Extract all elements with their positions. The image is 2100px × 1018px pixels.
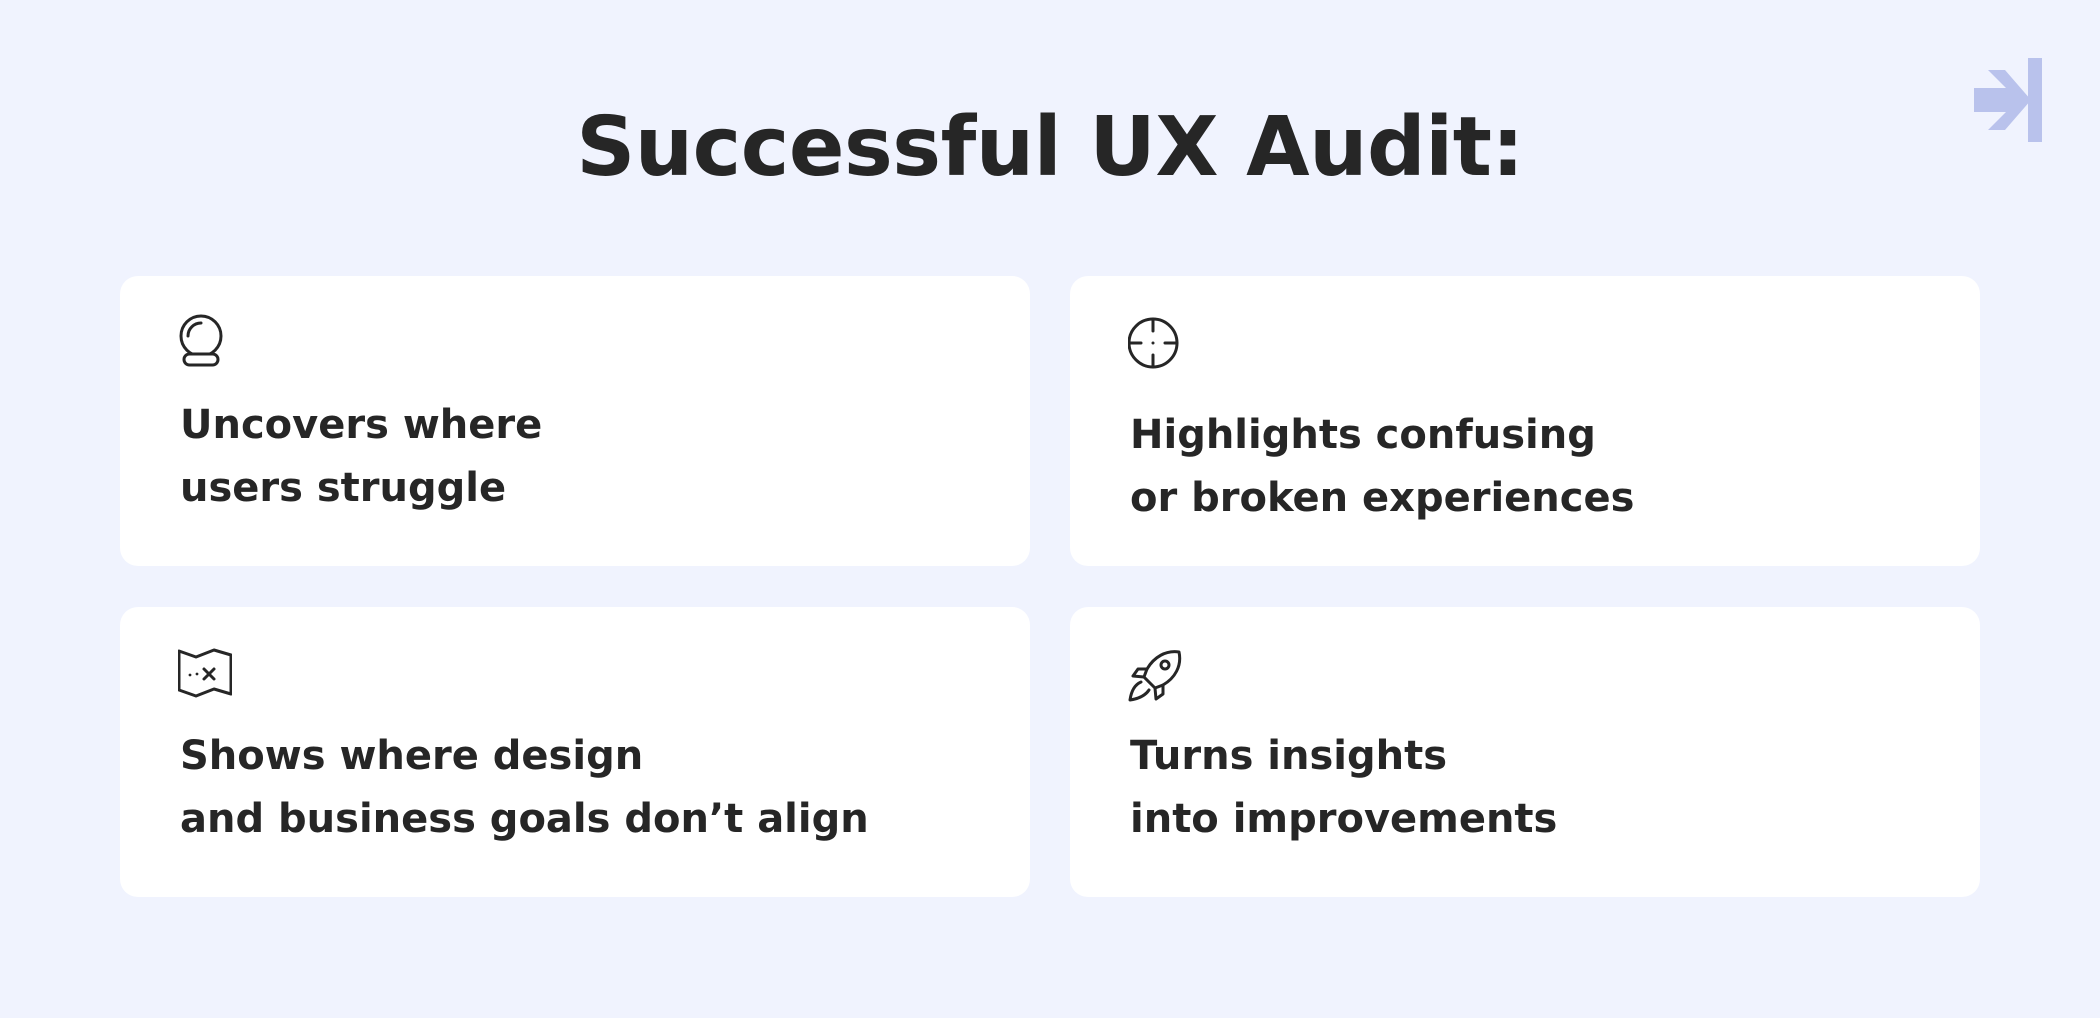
crystal-ball-icon (179, 314, 223, 367)
benefit-text: Shows where design and business goals do… (180, 725, 1000, 851)
benefit-line: Turns insights (1130, 733, 1448, 779)
arrow-to-bar-icon (1974, 58, 2042, 142)
rocket-icon (1128, 650, 1182, 702)
page-title: Successful UX Audit: (576, 100, 1524, 195)
benefit-line: into improvements (1130, 796, 1558, 842)
benefit-card: Uncovers where users struggle (120, 276, 1030, 566)
benefit-text: Uncovers where users struggle (180, 394, 1000, 520)
treasure-map-icon (178, 648, 232, 698)
benefit-card: Turns insights into improvements (1070, 607, 1980, 897)
benefit-line: or broken experiences (1130, 475, 1635, 521)
benefit-line: Highlights confusing (1130, 412, 1596, 458)
benefit-line: users struggle (180, 465, 507, 511)
benefit-line: and business goals don’t align (180, 796, 869, 842)
benefit-card: Shows where design and business goals do… (120, 607, 1030, 897)
benefit-text: Turns insights into improvements (1130, 725, 1950, 851)
crosshair-icon (1128, 317, 1179, 369)
benefit-line: Shows where design (180, 733, 644, 779)
benefit-text: Highlights confusing or broken experienc… (1130, 404, 1950, 530)
benefit-line: Uncovers where (180, 402, 543, 448)
benefit-card: Highlights confusing or broken experienc… (1070, 276, 1980, 566)
